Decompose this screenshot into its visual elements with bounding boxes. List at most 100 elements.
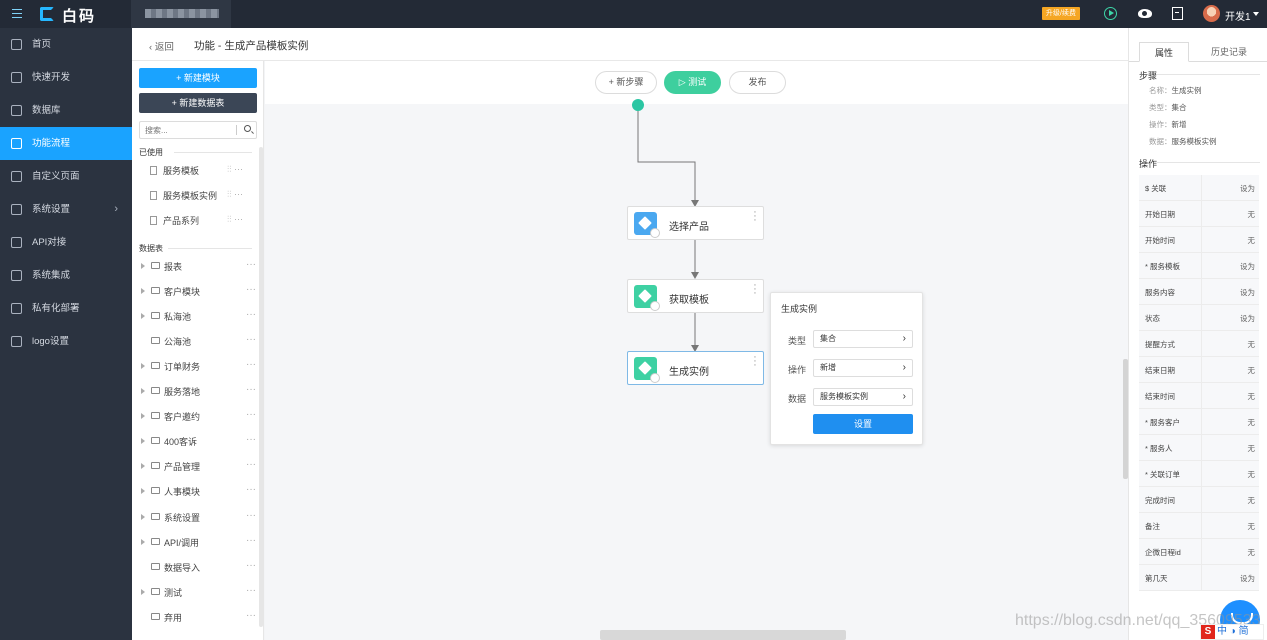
sidebar-item-api[interactable]: API对接 [0, 226, 132, 259]
expand-icon[interactable] [141, 514, 145, 520]
expand-icon[interactable] [141, 463, 145, 469]
avatar[interactable] [1203, 5, 1220, 22]
op-row[interactable]: $ 关联设为 [1139, 175, 1259, 201]
search-icon[interactable] [244, 125, 251, 132]
tree-item[interactable]: 服务落地··· [138, 384, 256, 399]
op-value[interactable]: 无 [1247, 340, 1256, 349]
tree-item[interactable]: 产品管理··· [138, 459, 256, 474]
tab-properties[interactable]: 属性 [1139, 42, 1189, 62]
tree-item[interactable]: 客户模块··· [138, 284, 256, 299]
sidebar-item-flow[interactable]: 功能流程 [0, 127, 132, 160]
more-icon[interactable]: ··· [246, 510, 256, 521]
used-item[interactable]: 服务模板实例⫶⫶ ··· [150, 189, 243, 203]
op-value[interactable]: 无 [1247, 470, 1256, 479]
op-value[interactable]: 无 [1247, 418, 1256, 427]
flow-node[interactable]: 获取模板 ··· [627, 279, 764, 313]
new-step-button[interactable]: + 新步骤 [595, 71, 657, 94]
op-row[interactable]: * 服务模板设为 [1139, 253, 1259, 279]
more-icon[interactable]: ··· [753, 279, 757, 299]
more-icon[interactable]: ··· [246, 384, 256, 395]
preview-icon[interactable] [1138, 9, 1152, 18]
op-row[interactable]: 结束时间无 [1139, 383, 1259, 409]
flow-start-node[interactable] [632, 99, 644, 111]
sidebar-item-deploy[interactable]: 私有化部署 [0, 292, 132, 325]
data-select[interactable]: 服务模板实例› [813, 388, 913, 406]
expand-icon[interactable] [141, 413, 145, 419]
tab-history[interactable]: 历史记录 [1210, 47, 1247, 57]
op-value[interactable]: 设为 [1240, 314, 1255, 323]
op-row[interactable]: 完成时间无 [1139, 487, 1259, 513]
more-icon[interactable]: ··· [246, 359, 256, 370]
more-icon[interactable]: ··· [753, 351, 757, 371]
sidebar-item-custom-page[interactable]: 自定义页面 [0, 160, 132, 193]
op-value[interactable]: 设为 [1240, 262, 1255, 271]
type-select[interactable]: 集合› [813, 330, 913, 348]
more-icon[interactable]: ··· [246, 560, 256, 571]
used-item[interactable]: 服务模板⫶⫶ ··· [150, 164, 243, 178]
expand-icon[interactable] [141, 589, 145, 595]
expand-icon[interactable] [141, 313, 145, 319]
op-row[interactable]: 开始日期无 [1139, 201, 1259, 227]
operation-select[interactable]: 新增› [813, 359, 913, 377]
publish-button[interactable]: 发布 [729, 71, 786, 94]
scrollbar[interactable] [259, 147, 263, 627]
used-item-actions[interactable]: ⫶⫶ ··· [227, 189, 243, 199]
more-icon[interactable]: ··· [753, 206, 757, 226]
sidebar-item-quick-dev[interactable]: 快速开发 [0, 61, 132, 94]
tree-item[interactable]: API/调用··· [138, 535, 256, 550]
op-row[interactable]: * 服务人无 [1139, 435, 1259, 461]
used-item-actions[interactable]: ⫶⫶ ··· [227, 214, 243, 224]
op-value[interactable]: 无 [1247, 444, 1256, 453]
sidebar-item-system-settings[interactable]: 系统设置› [0, 193, 132, 226]
new-module-button[interactable]: + 新建模块 [139, 68, 257, 88]
horizontal-scrollbar[interactable] [600, 630, 846, 640]
more-icon[interactable]: ··· [246, 409, 256, 420]
chevron-down-icon[interactable] [1253, 12, 1259, 16]
sidebar-item-home[interactable]: 首页 [0, 28, 132, 61]
op-value[interactable]: 无 [1247, 210, 1256, 219]
tree-item[interactable]: 系统设置··· [138, 510, 256, 525]
op-row[interactable]: 结束日期无 [1139, 357, 1259, 383]
more-icon[interactable]: ··· [246, 610, 256, 621]
more-icon[interactable]: ··· [246, 309, 256, 320]
op-row[interactable]: 提醒方式无 [1139, 331, 1259, 357]
op-row[interactable]: 状态设为 [1139, 305, 1259, 331]
used-item[interactable]: 产品系列⫶⫶ ··· [150, 214, 243, 228]
op-value[interactable]: 无 [1247, 366, 1256, 375]
expand-icon[interactable] [141, 363, 145, 369]
menu-toggle-icon[interactable] [12, 9, 22, 18]
sidebar-item-integration[interactable]: 系统集成 [0, 259, 132, 292]
expand-icon[interactable] [141, 438, 145, 444]
expand-icon[interactable] [141, 539, 145, 545]
more-icon[interactable]: ··· [246, 434, 256, 445]
sidebar-item-logo[interactable]: logo设置 [0, 325, 132, 358]
op-row[interactable]: * 关联订单无 [1139, 461, 1259, 487]
tree-item[interactable]: 弃用··· [138, 610, 256, 625]
op-value[interactable]: 无 [1247, 522, 1256, 531]
used-item-actions[interactable]: ⫶⫶ ··· [227, 164, 243, 174]
more-icon[interactable]: ··· [246, 484, 256, 495]
expand-icon[interactable] [141, 263, 145, 269]
document-icon[interactable] [1172, 7, 1183, 20]
test-button[interactable]: ▷ 测试 [664, 71, 721, 94]
op-value[interactable]: 设为 [1240, 184, 1255, 193]
op-row[interactable]: 备注无 [1139, 513, 1259, 539]
more-icon[interactable]: ··· [246, 259, 256, 270]
more-icon[interactable]: ··· [246, 585, 256, 596]
tree-item[interactable]: 数据导入··· [138, 560, 256, 575]
op-row[interactable]: 第几天设为 [1139, 565, 1259, 591]
tree-item[interactable]: 私海池··· [138, 309, 256, 324]
op-value[interactable]: 设为 [1240, 288, 1255, 297]
more-icon[interactable]: ··· [246, 334, 256, 345]
tree-item[interactable]: 400客诉··· [138, 434, 256, 449]
flow-node-selected[interactable]: 生成实例 ··· [627, 351, 764, 385]
tree-item[interactable]: 公海池··· [138, 334, 256, 349]
expand-icon[interactable] [141, 388, 145, 394]
tree-item[interactable]: 报表··· [138, 259, 256, 274]
flow-canvas[interactable]: + 新步骤 ▷ 测试 发布 选择产品 ··· 获取模板 ··· 生成实例 ···… [265, 61, 1128, 640]
op-row[interactable]: 开始时间无 [1139, 227, 1259, 253]
back-link[interactable]: ‹ 返回 [149, 39, 174, 53]
search-input[interactable] [140, 122, 232, 138]
